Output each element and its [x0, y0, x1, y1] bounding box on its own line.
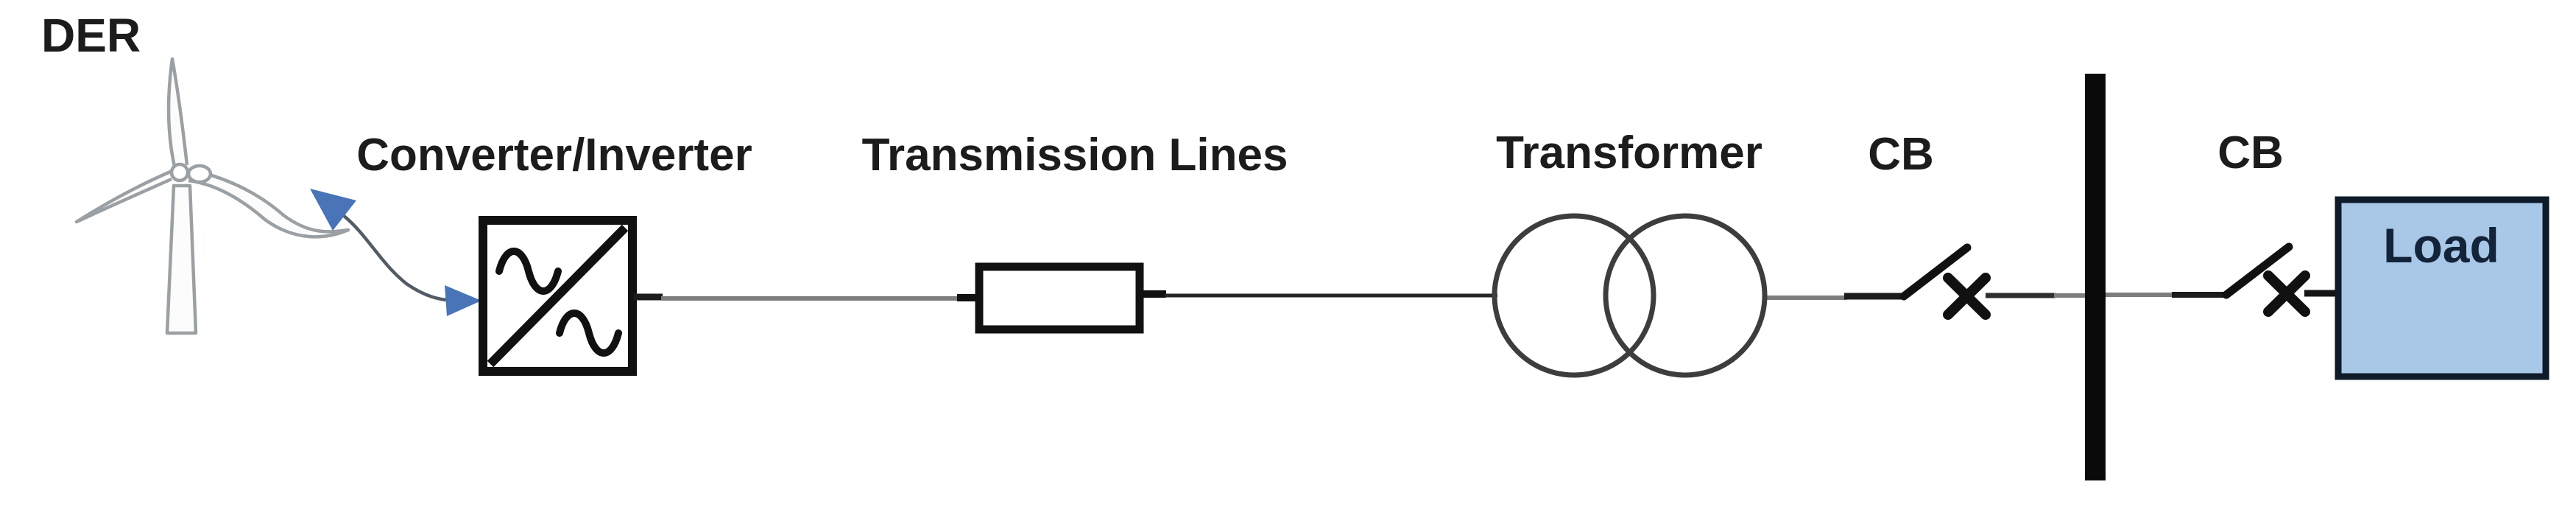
turbine-nacelle [186, 164, 213, 184]
load-box [2335, 196, 2549, 380]
ac-sine-top-icon [495, 248, 562, 295]
arrow-curve [341, 213, 456, 303]
transformer-label: Transformer [1496, 127, 1762, 178]
cb-right-label: CB [2217, 127, 2284, 178]
wind-turbine-icon [74, 57, 350, 335]
turbine-blade-up [166, 57, 189, 167]
turbine-blade-right [188, 167, 350, 239]
cb1-switch-blade [1899, 243, 1972, 301]
cb-left-label: CB [1868, 129, 1934, 180]
arrow-head-right [445, 285, 481, 316]
turbine-blade-left [74, 168, 174, 224]
arrow-head-upleft [310, 189, 356, 231]
transmission-label: Transmission Lines [862, 130, 1288, 181]
transformer-secondary-winding [1603, 213, 1768, 378]
cb2-x-stroke-2 [2263, 270, 2310, 317]
converter-label: Converter/Inverter [356, 130, 752, 181]
turbine-hub [169, 162, 190, 183]
circuit-breaker-left-symbol [1899, 243, 1991, 320]
der-label: DER [41, 9, 141, 62]
transformer-primary-winding [1492, 213, 1656, 378]
load-block: Load [2335, 196, 2549, 380]
ac-sine-bottom-icon [556, 310, 622, 357]
converter-inverter-symbol [479, 216, 637, 376]
converter-diagonal [487, 224, 629, 368]
transmission-line-symbol [975, 262, 1144, 334]
circuit-breaker-right-symbol [2222, 242, 2310, 317]
load-label: Load [2383, 218, 2499, 273]
bidirectional-arrow-icon [310, 189, 481, 316]
transformer-symbol [1492, 213, 1768, 378]
bus-bar [2085, 74, 2106, 480]
turbine-tower [165, 183, 198, 335]
wires [634, 290, 2341, 301]
component-labels: DER Converter/Inverter Transmission Line… [41, 9, 2284, 181]
cb2-switch-blade [2222, 242, 2293, 299]
cb1-x-stroke-2 [1943, 273, 1991, 320]
